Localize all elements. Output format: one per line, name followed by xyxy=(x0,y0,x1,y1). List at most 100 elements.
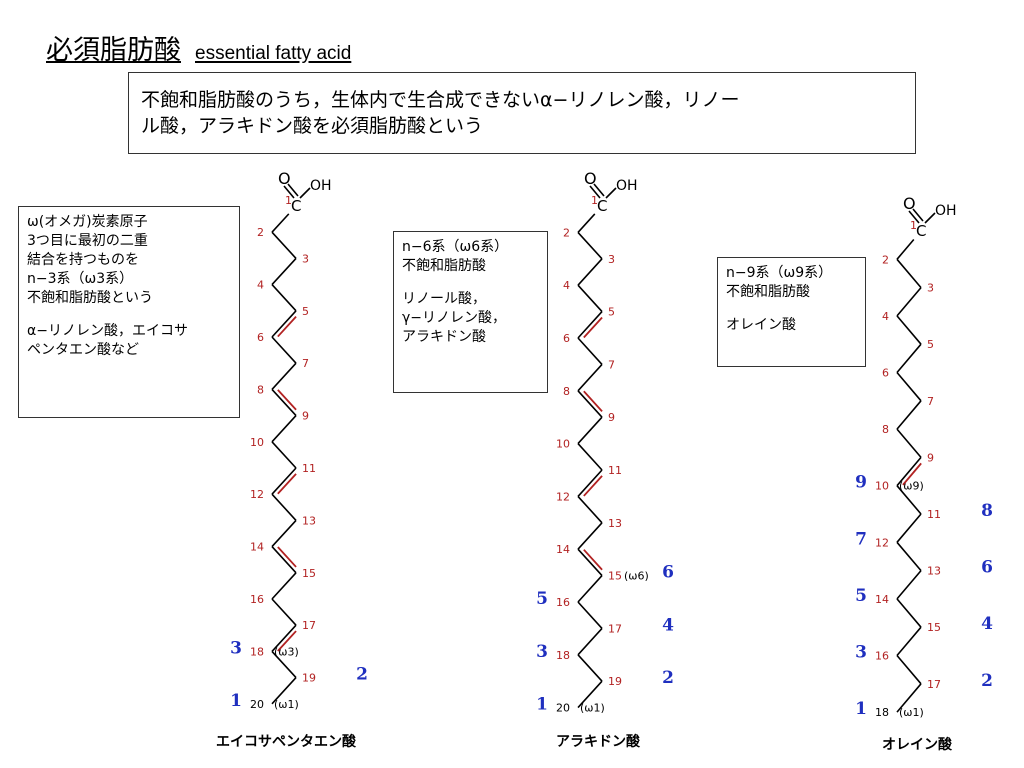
single-bond xyxy=(271,650,297,679)
hydroxyl-bond xyxy=(299,187,311,199)
single-bond xyxy=(896,428,922,458)
omega-position-number: 9 xyxy=(855,473,867,493)
carbon-locant: 1 xyxy=(591,194,598,207)
single-bond xyxy=(271,677,297,705)
single-bond xyxy=(271,284,297,312)
single-bond xyxy=(896,315,922,345)
omega-position-number: 5 xyxy=(536,589,548,609)
molecule-name: アラキドン酸 xyxy=(556,733,641,750)
omega-label: (ω9) xyxy=(899,480,924,493)
single-bond xyxy=(271,572,297,600)
hydroxyl-group: OH xyxy=(616,178,638,194)
carbon-locant: 11 xyxy=(302,462,316,475)
single-bond xyxy=(577,654,603,682)
single-bond xyxy=(271,624,297,652)
single-bond xyxy=(271,441,297,469)
carbonyl-bond xyxy=(908,210,920,224)
omega6-note-line: アラキドン酸 xyxy=(402,329,486,345)
title-main: 必須脂肪酸 xyxy=(46,35,181,66)
carbon-locant: 19 xyxy=(302,672,316,685)
carbon-locant: 15 xyxy=(927,621,941,634)
omega6-note-line: n−6系（ω6系） xyxy=(402,239,509,255)
carbon-locant: 12 xyxy=(556,490,570,503)
carbon-locant: 14 xyxy=(556,543,570,556)
carbon-locant: 18 xyxy=(556,649,570,662)
carbon-locant: 19 xyxy=(608,675,622,688)
single-bond xyxy=(271,415,297,443)
carbon-locant: 5 xyxy=(608,306,615,319)
carbon-locant: 17 xyxy=(608,622,622,635)
omega-position-number: 6 xyxy=(662,563,674,583)
carbonyl-bond xyxy=(593,183,605,197)
carbon-locant: 12 xyxy=(875,536,889,549)
single-bond xyxy=(577,443,603,471)
carbon-locant: 1 xyxy=(910,219,917,232)
single-bond xyxy=(271,546,297,574)
carbon-locant: 17 xyxy=(302,619,316,632)
omega-label: (ω1) xyxy=(274,698,299,711)
carbon-locant: 11 xyxy=(927,508,941,521)
single-bond xyxy=(896,258,922,289)
carbon-locant: 10 xyxy=(250,436,264,449)
single-bond xyxy=(271,388,297,417)
carbon-locant: 8 xyxy=(882,423,889,436)
single-bond xyxy=(896,598,922,628)
single-bond xyxy=(577,627,603,656)
omega-position-number: 2 xyxy=(981,671,993,691)
carbon-locant: 16 xyxy=(250,593,264,606)
single-bond xyxy=(271,336,297,364)
omega-position-number: 8 xyxy=(981,501,993,521)
carbon-locant: 8 xyxy=(563,385,570,398)
double-bond xyxy=(277,473,297,495)
single-bond xyxy=(577,231,603,260)
omega-position-number: 3 xyxy=(536,642,548,662)
single-bond xyxy=(896,485,922,515)
single-bond xyxy=(896,654,922,685)
double-bond xyxy=(902,462,922,486)
single-bond xyxy=(271,213,290,233)
omega9-note-box: n−9系（ω9系） 不飽和脂肪酸 オレイン酸 xyxy=(717,257,866,367)
single-bond xyxy=(896,343,922,374)
carbon-locant: 15 xyxy=(608,570,622,583)
omega-position-number: 7 xyxy=(855,529,867,549)
single-bond xyxy=(577,601,603,629)
single-bond xyxy=(577,522,603,550)
carbon-locant: 3 xyxy=(608,253,615,266)
omega-position-number: 5 xyxy=(855,586,867,606)
single-bond xyxy=(271,310,297,338)
omega-position-number: 2 xyxy=(356,665,368,685)
carbon-atom: C xyxy=(597,197,607,215)
carbon-locant: 7 xyxy=(927,395,934,408)
carbon-locant: 4 xyxy=(257,279,264,292)
carbonyl-bond xyxy=(287,183,299,197)
single-bond xyxy=(271,493,297,521)
carbon-locant: 10 xyxy=(556,438,570,451)
omega-position-number: 2 xyxy=(662,668,674,688)
single-bond xyxy=(577,363,603,392)
single-bond xyxy=(271,362,297,390)
single-bond xyxy=(577,575,603,603)
carbon-locant: 2 xyxy=(257,226,264,239)
carbon-locant: 5 xyxy=(927,338,934,351)
single-bond xyxy=(577,680,603,709)
oxygen-atom: O xyxy=(278,169,291,188)
omega6-note-line: リノール酸， xyxy=(402,291,486,307)
double-bond xyxy=(583,549,603,571)
carbon-locant: 16 xyxy=(556,596,570,609)
omega-label: (ω6) xyxy=(624,570,649,583)
molecule-name: オレイン酸 xyxy=(882,736,953,753)
hydroxyl-bond xyxy=(605,187,617,199)
single-bond xyxy=(896,513,922,543)
omega3-note-line: α−リノレン酸，エイコサ xyxy=(27,323,188,339)
single-bond xyxy=(577,548,603,577)
definition-line-2: ル酸，アラキドン酸を必須脂肪酸という xyxy=(141,115,484,137)
double-bond xyxy=(583,390,603,412)
carbon-locant: 18 xyxy=(875,706,889,719)
single-bond xyxy=(271,231,297,259)
double-bond xyxy=(583,475,603,497)
omega3-note-line: ω(オメガ)炭素原子 xyxy=(27,214,148,230)
carbon-locant: 2 xyxy=(563,226,570,239)
carbon-locant: 11 xyxy=(608,464,622,477)
carbon-locant: 4 xyxy=(563,279,570,292)
